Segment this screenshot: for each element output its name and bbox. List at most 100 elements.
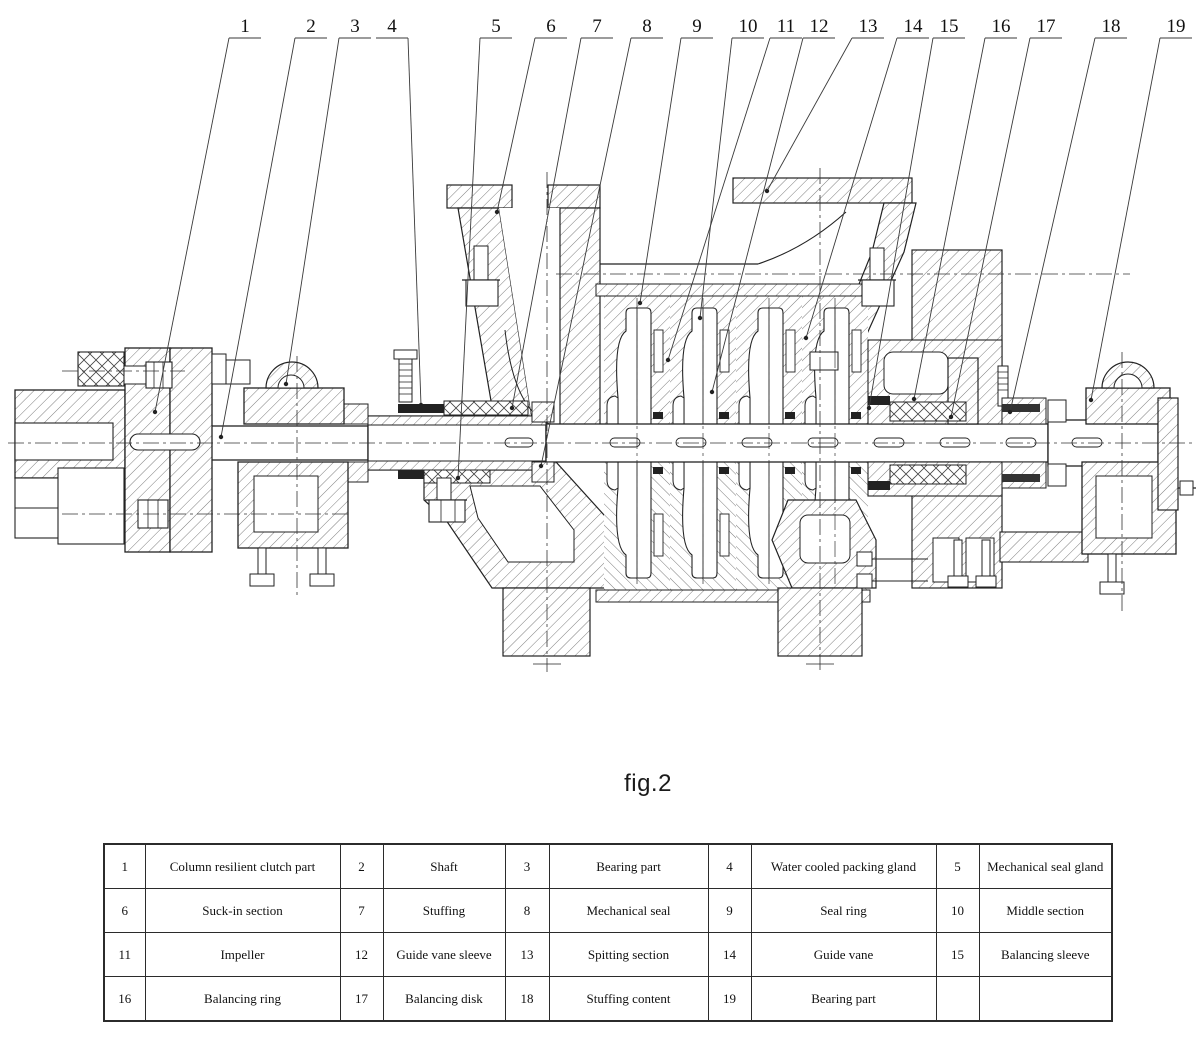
leader-line [805,37,898,339]
leader-line [1090,37,1161,401]
leader-line [667,37,771,361]
callout-6: 6 [494,16,567,215]
part-label-cell: Impeller [144,932,341,977]
right-bearing [999,361,1196,595]
part-label-cell: Balancing sleeve [978,932,1113,977]
part-number-cell: 1 [103,843,146,889]
callout-5: 5 [455,16,512,481]
callout-number: 3 [350,16,360,37]
part-number-cell: 9 [707,888,752,933]
callout-1: 1 [152,16,261,415]
callout-18: 18 [1007,16,1127,415]
part-label-cell: Middle section [978,888,1113,933]
callout-15: 15 [866,16,965,411]
leader-line [220,37,296,438]
part-label-cell: Bearing part [750,976,937,1022]
callout-19: 19 [1088,16,1192,403]
part-label-cell: Balancing disk [382,976,506,1022]
callout-3: 3 [283,16,371,387]
part-label-cell: Balancing ring [144,976,341,1022]
leader-line [496,37,536,213]
callout-number: 16 [992,16,1011,37]
part-number-cell: 15 [935,932,980,977]
figure-caption: fig.2 [624,770,672,797]
callout-7: 7 [509,16,613,411]
callout-17: 17 [948,16,1062,420]
leader-line [1009,37,1096,413]
callout-number: 18 [1102,16,1121,37]
leader-line [711,37,804,393]
part-number-cell: 10 [935,888,980,933]
left-bearing [237,361,349,587]
coupling [14,347,251,553]
leader-line [457,37,481,479]
leader-line [285,37,340,385]
callout-number: 17 [1037,16,1056,37]
callout-number: 6 [546,16,556,37]
shaft-keyways [504,437,1103,448]
balancing-device [867,339,1009,497]
leader-line [511,37,582,409]
part-number-cell: 17 [339,976,384,1022]
part-number-cell: 7 [339,888,384,933]
part-label-cell: Stuffing content [548,976,709,1022]
callout-number: 7 [592,16,602,37]
leader-line [766,37,853,192]
part-label-cell: Column resilient clutch part [144,843,341,889]
callout-number: 11 [777,16,795,37]
middle-sections-impellers [595,211,871,603]
callout-number: 8 [642,16,652,37]
leader-line [950,37,1031,418]
part-number-cell: 16 [103,976,146,1022]
callout-9: 9 [637,16,713,306]
callout-number: 9 [692,16,702,37]
part-label-cell: Seal ring [750,888,937,933]
leader-line [913,37,986,400]
callout-8: 8 [538,16,663,469]
part-number-cell: 12 [339,932,384,977]
part-label-cell: Bearing part [548,843,709,889]
callout-number: 19 [1167,16,1186,37]
callout-number: 5 [491,16,501,37]
leader-line [639,37,682,304]
callout-12: 12 [709,16,835,395]
callout-number: 13 [859,16,878,37]
part-number-cell: 8 [504,888,550,933]
part-number-cell: 13 [504,932,550,977]
callout-11: 11 [665,16,802,363]
suction-section [423,184,615,589]
misc-bolts [462,245,997,589]
part-label-cell: Water cooled packing gland [750,843,937,889]
leader-line [407,37,422,406]
callout-14: 14 [803,16,929,341]
part-label-cell: Stuffing [382,888,506,933]
callout-2: 2 [218,16,327,440]
part-label-cell: Shaft [382,843,506,889]
callout-number: 1 [240,16,250,37]
part-label-cell: Mechanical seal gland [978,843,1113,889]
callout-number: 12 [810,16,829,37]
centerlines [8,168,1192,672]
right-stuffing [1001,397,1067,489]
leader-line [154,37,230,413]
part-label-cell: Spitting section [548,932,709,977]
part-label-cell: Guide vane sleeve [382,932,506,977]
part-number-cell: 6 [103,888,146,933]
part-number-cell: 19 [707,976,752,1022]
callout-number: 10 [739,16,758,37]
part-number-cell: 11 [103,932,146,977]
callout-16: 16 [911,16,1017,402]
leader-line [540,37,632,467]
leader-line [868,37,934,409]
part-number-cell [935,976,980,1022]
callout-number: 2 [306,16,316,37]
part-number-cell: 18 [504,976,550,1022]
part-label-cell [978,976,1113,1022]
part-number-cell: 3 [504,843,550,889]
